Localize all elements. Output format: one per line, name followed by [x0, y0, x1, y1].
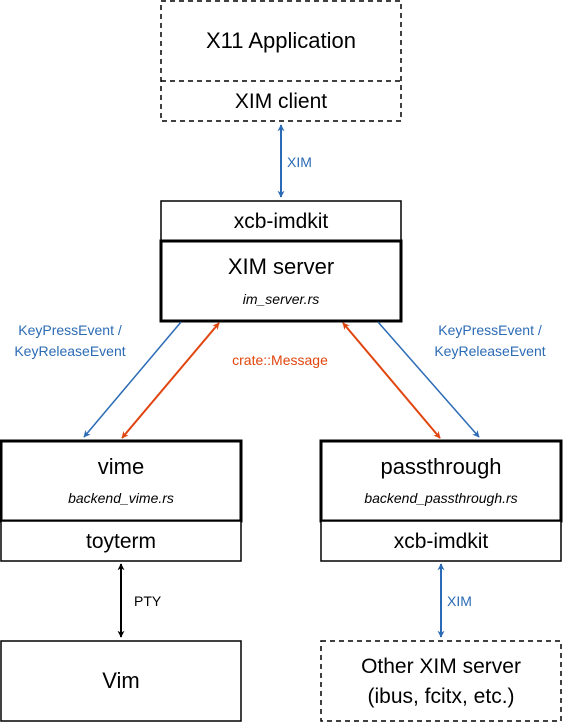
vim-label: Vim — [102, 668, 140, 693]
vime-label: vime — [98, 454, 144, 479]
pty-label: PTY — [134, 593, 162, 609]
xcb-imdkit-bottom-node: xcb-imdkit — [320, 520, 562, 562]
toyterm-label: toyterm — [86, 530, 156, 553]
xim-server-label: XIM server — [228, 254, 334, 279]
other-xim-server-label-1: Other XIM server — [361, 655, 521, 678]
message-right-edge — [342, 322, 441, 439]
other-xim-server-node: Other XIM server (ibus, fcitx, etc.) — [320, 640, 562, 722]
vime-file-label: backend_vime.rs — [68, 490, 174, 506]
keyevent-left-label-2: KeyReleaseEvent — [14, 343, 125, 359]
xim-top-label: XIM — [287, 154, 312, 170]
xcb-imdkit-top-node: xcb-imdkit — [160, 200, 402, 242]
crate-message-label: crate::Message — [232, 352, 328, 368]
xcb-imdkit-bottom-label: xcb-imdkit — [394, 530, 489, 553]
im-server-file-label: im_server.rs — [243, 291, 320, 307]
keyevent-right-label-2: KeyReleaseEvent — [434, 343, 545, 359]
keyevent-left-edge — [83, 321, 182, 438]
vim-node: Vim — [0, 640, 242, 722]
other-xim-server-label-2: (ibus, fcitx, etc.) — [367, 685, 514, 708]
xcb-imdkit-top-label: xcb-imdkit — [234, 210, 329, 233]
toyterm-node: toyterm — [0, 520, 242, 562]
x11-application-node: X11 Application XIM client — [160, 0, 402, 122]
x11-application-label: X11 Application — [206, 28, 356, 53]
passthrough-node: passthrough backend_passthrough.rs — [319, 439, 563, 523]
keyevent-right-edge — [377, 321, 480, 438]
xim-client-label: XIM client — [235, 90, 327, 113]
vime-node: vime backend_vime.rs — [0, 439, 243, 523]
passthrough-file-label: backend_passthrough.rs — [364, 490, 517, 506]
keyevent-left-label-1: KeyPressEvent / — [18, 322, 122, 338]
xim-bottom-label: XIM — [447, 593, 472, 609]
message-left-edge — [121, 322, 220, 439]
xim-server-node: XIM server im_server.rs — [159, 239, 403, 323]
passthrough-label: passthrough — [380, 454, 501, 479]
keyevent-right-label-1: KeyPressEvent / — [438, 322, 542, 338]
